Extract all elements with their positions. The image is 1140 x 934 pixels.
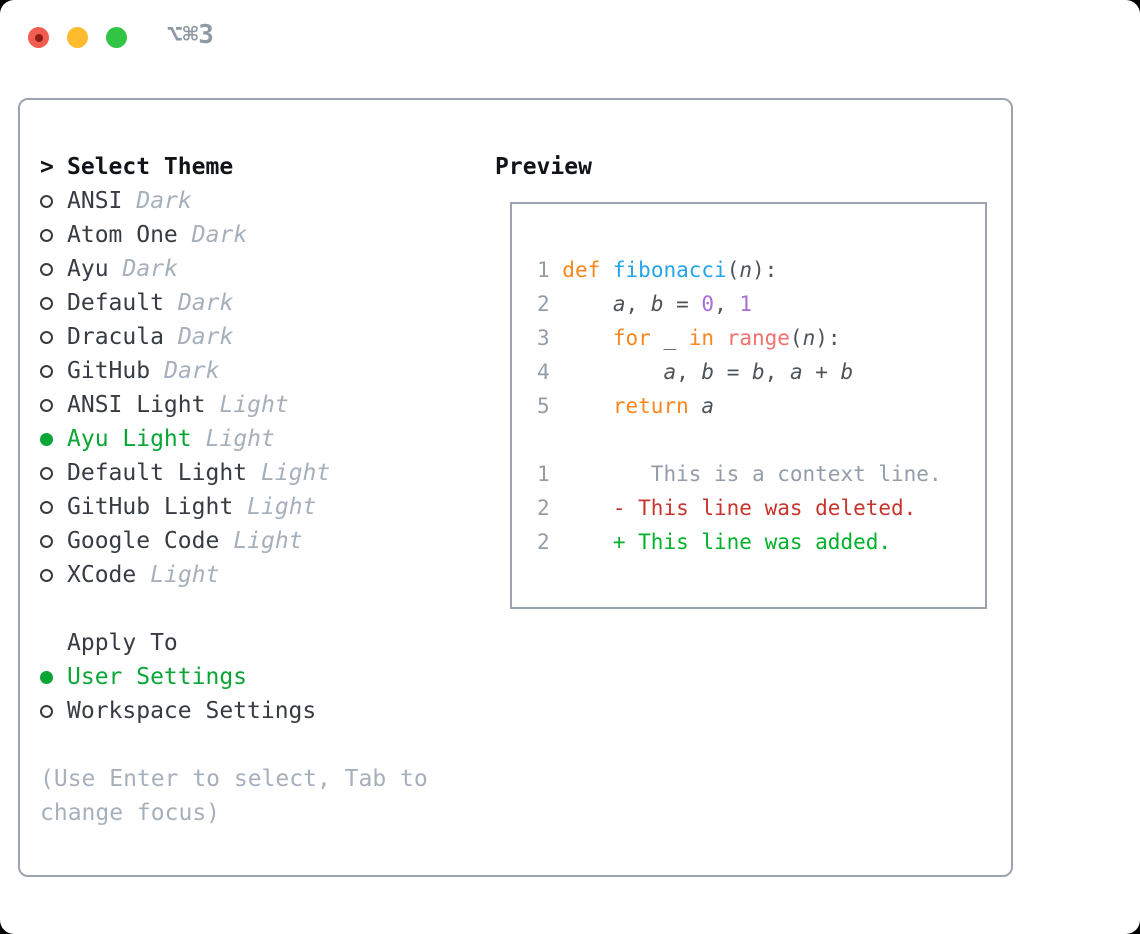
theme-variant: Light — [247, 494, 317, 520]
close-dot-icon — [34, 33, 43, 42]
theme-name: Ayu Light — [67, 426, 192, 452]
hint-text-line: change focus) — [40, 800, 221, 826]
theme-option-atom-one[interactable]: Atom One Dark — [40, 218, 495, 252]
theme-name: XCode — [67, 562, 137, 588]
zoom-button[interactable] — [106, 27, 127, 48]
theme-variant: Light — [233, 528, 303, 554]
theme-option-ansi-light[interactable]: ANSI Light Light — [40, 388, 495, 422]
code-line: 1 def fibonacci(n): — [537, 258, 778, 282]
spacer — [40, 592, 495, 626]
theme-name: Atom One — [67, 222, 178, 248]
line-number: 2 — [537, 530, 563, 554]
theme-variant: Light — [205, 426, 275, 452]
radio-icon — [40, 466, 67, 480]
theme-name: ANSI Light — [67, 392, 206, 418]
apply-option-label: User Settings — [67, 664, 248, 690]
theme-name: ANSI — [67, 188, 123, 214]
theme-name: Google Code — [67, 528, 220, 554]
apply-option-user-settings[interactable]: User Settings — [40, 660, 495, 694]
prompt-caret-icon: > — [40, 154, 54, 180]
radio-selected-icon — [40, 670, 67, 684]
theme-option-github-light[interactable]: GitHub Light Light — [40, 490, 495, 524]
theme-variant: Light — [219, 392, 289, 418]
theme-option-github[interactable]: GitHub Dark — [40, 354, 495, 388]
theme-variant: Dark — [136, 188, 192, 214]
line-number: 3 — [537, 326, 563, 350]
radio-icon — [40, 568, 67, 582]
window-shortcut-label: ⌥⌘3 — [167, 20, 214, 50]
keyboard-hint: (Use Enter to select, Tab to change focus… — [40, 762, 495, 830]
hint-text-line: (Use Enter to select, Tab to — [40, 766, 428, 792]
apply-to-header: Apply To — [40, 626, 495, 660]
theme-name: Ayu — [67, 256, 109, 282]
radio-icon — [40, 500, 67, 514]
spacer — [40, 728, 495, 762]
diff-sample: 1 This is a context line. 2 - This line w… — [537, 457, 985, 559]
theme-variant: Dark — [191, 222, 248, 248]
code-line: 3 for _ in range(n): — [537, 326, 841, 350]
line-number: 5 — [537, 394, 563, 418]
radio-icon — [40, 228, 67, 242]
theme-name: GitHub Light — [67, 494, 234, 520]
theme-variant: Dark — [177, 290, 234, 316]
theme-name: GitHub — [67, 358, 151, 384]
theme-variant: Light — [150, 562, 220, 588]
radio-icon — [40, 398, 67, 412]
theme-option-xcode[interactable]: XCode Light — [40, 558, 495, 592]
radio-icon — [40, 704, 67, 718]
code-line: 4 a, b = b, a + b — [537, 360, 854, 384]
theme-option-ayu-light[interactable]: Ayu Light Light — [40, 422, 495, 456]
theme-option-dracula[interactable]: Dracula Dark — [40, 320, 495, 354]
radio-icon — [40, 364, 67, 378]
theme-option-ansi[interactable]: ANSI Dark — [40, 184, 495, 218]
spacer — [537, 423, 985, 457]
theme-option-google-code[interactable]: Google Code Light — [40, 524, 495, 558]
radio-icon — [40, 534, 67, 548]
theme-variant: Dark — [122, 256, 178, 282]
diff-line: 2 - This line was deleted. — [537, 496, 917, 520]
diff-line: 2 + This line was added. — [537, 530, 892, 554]
theme-name: Dracula — [67, 324, 164, 350]
radio-icon — [40, 330, 67, 344]
close-button[interactable] — [28, 27, 49, 48]
minimize-button[interactable] — [67, 27, 88, 48]
line-number: 4 — [537, 360, 563, 384]
apply-option-workspace-settings[interactable]: Workspace Settings — [40, 694, 495, 728]
preview-box: 1 def fibonacci(n): 2 a, b = 0, 1 3 for _ … — [510, 202, 987, 609]
line-number: 1 — [537, 462, 563, 486]
line-number: 2 — [537, 292, 563, 316]
titlebar — [28, 27, 127, 48]
theme-variant: Dark — [164, 358, 220, 384]
line-number: 1 — [537, 258, 563, 282]
theme-variant: Light — [261, 460, 331, 486]
code-sample: 1 def fibonacci(n): 2 a, b = 0, 1 3 for _ … — [537, 253, 985, 423]
apply-option-label: Workspace Settings — [67, 698, 317, 724]
line-number: 2 — [537, 496, 563, 520]
diff-line: 1 This is a context line. — [537, 462, 942, 486]
select-theme-title: Select Theme — [67, 154, 234, 180]
preview-column: Preview 1 def fibonacci(n): 2 a, b = 0, 1… — [495, 150, 987, 609]
select-theme-header: > Select Theme — [40, 150, 495, 184]
theme-variant: Dark — [177, 324, 234, 350]
radio-icon — [40, 296, 67, 310]
theme-option-default-light[interactable]: Default Light Light — [40, 456, 495, 490]
radio-icon — [40, 262, 67, 276]
theme-name: Default — [67, 290, 164, 316]
theme-name: Default Light — [67, 460, 248, 486]
preview-title: Preview — [495, 154, 592, 180]
code-line: 2 a, b = 0, 1 — [537, 292, 753, 316]
apply-to-title: Apply To — [67, 630, 178, 656]
theme-option-default[interactable]: Default Dark — [40, 286, 495, 320]
theme-option-ayu[interactable]: Ayu Dark — [40, 252, 495, 286]
radio-icon — [40, 194, 67, 208]
code-line: 5 return a — [537, 394, 715, 418]
radio-selected-icon — [40, 432, 67, 446]
